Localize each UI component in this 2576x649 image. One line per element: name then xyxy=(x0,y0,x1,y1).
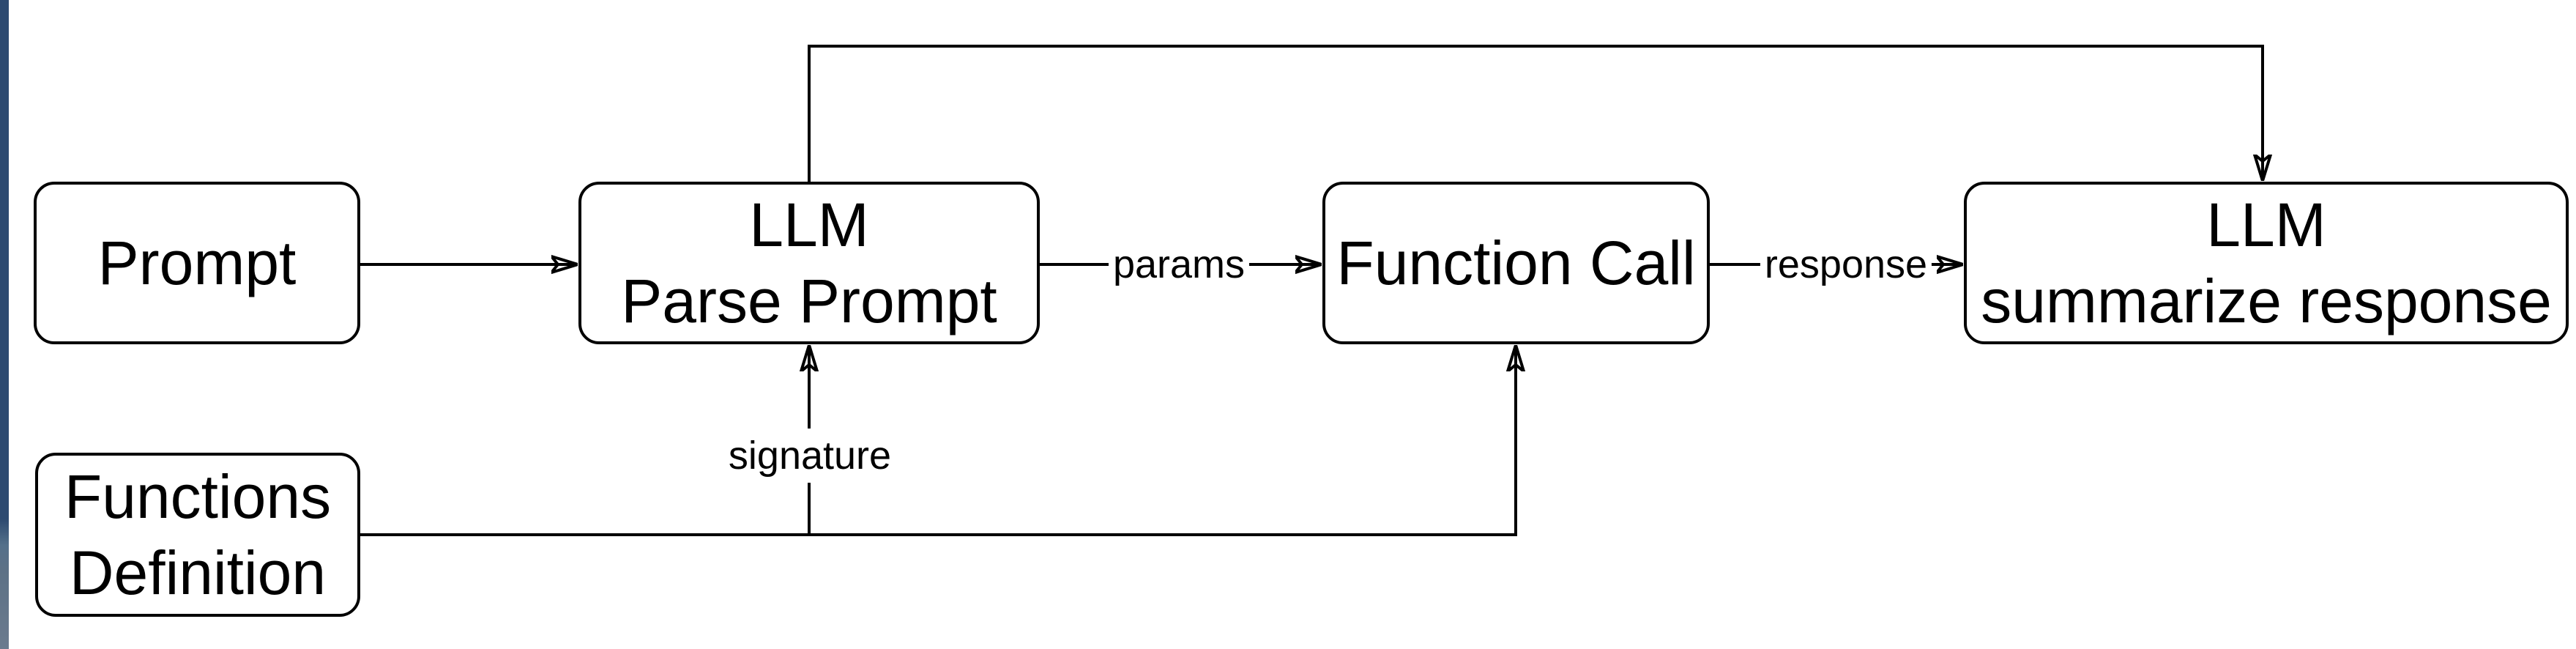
node-function-call: Function Call xyxy=(1322,182,1710,344)
node-label-line: Function Call xyxy=(1336,229,1696,297)
node-label-line: Functions xyxy=(64,462,332,531)
node-label-line: Parse Prompt xyxy=(621,267,997,335)
edge-label-response: response xyxy=(1760,243,1932,286)
edge-llm-parse-to-llm-summarize-top-loop xyxy=(808,45,2263,182)
node-label-line: Prompt xyxy=(97,229,297,297)
edge-label-signature: signature xyxy=(726,429,893,483)
node-llm-parse-prompt: LLM Parse Prompt xyxy=(578,182,1040,344)
node-functions-definition: Functions Definition xyxy=(35,453,360,617)
window-edge-strip xyxy=(0,0,9,649)
node-label-line: summarize response xyxy=(1981,267,2552,335)
node-llm-summarize-response: LLM summarize response xyxy=(1964,182,2569,344)
node-label-line: LLM xyxy=(749,190,869,259)
node-label-line: LLM xyxy=(2206,190,2326,259)
edge-functions-definition-to-function-call xyxy=(360,346,1516,536)
node-label-line: Definition xyxy=(69,538,327,607)
edge-label-params: params xyxy=(1108,243,1250,286)
node-prompt: Prompt xyxy=(34,182,360,344)
